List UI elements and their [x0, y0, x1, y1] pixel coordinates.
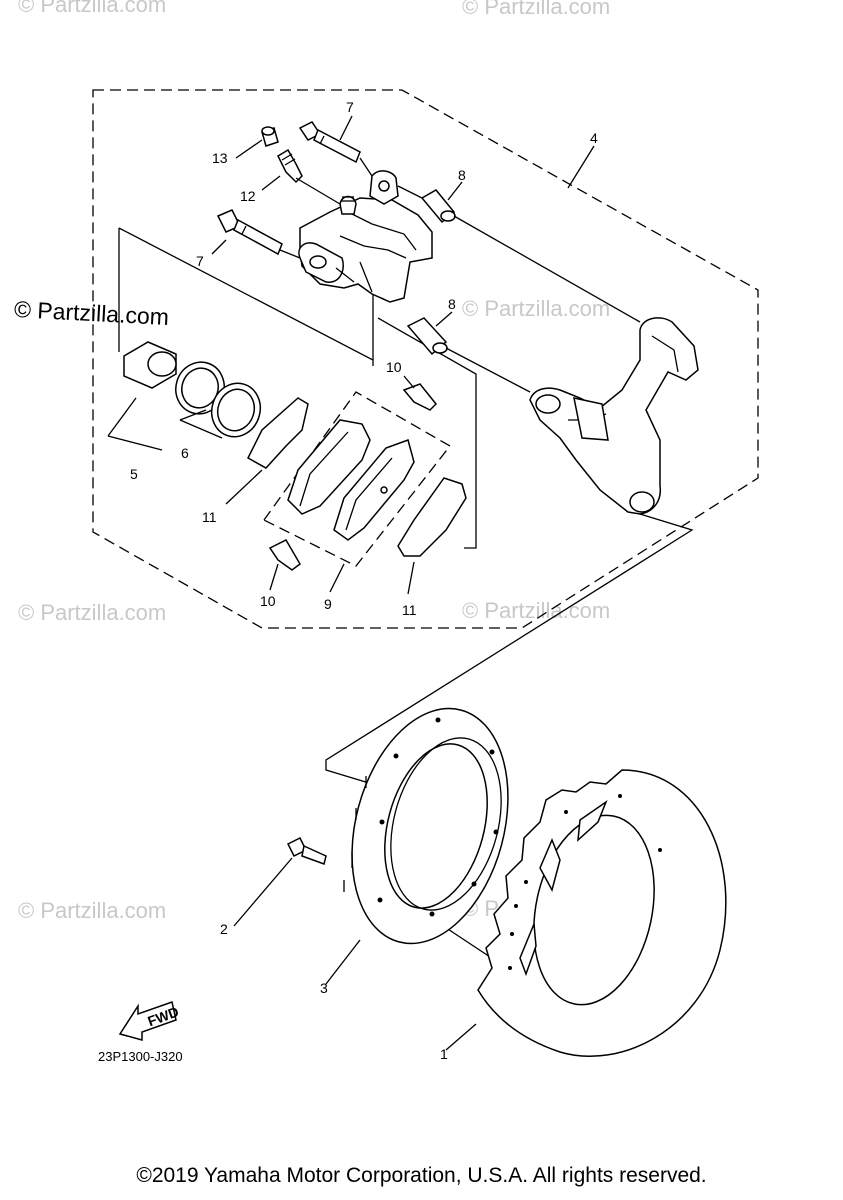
caliper-assembly-boundary — [92, 89, 759, 629]
copyright-notice: ©2019 Yamaha Motor Corporation, U.S.A. A… — [136, 1164, 707, 1187]
callout-11-upper: 11 — [202, 509, 217, 525]
slide-pin-lower — [216, 209, 283, 256]
diagram-code: 23P1300-J320 — [98, 1049, 183, 1064]
pad-shim-lower — [397, 477, 467, 557]
callout-7-upper: 7 — [346, 99, 354, 115]
callout-1: 1 — [440, 1046, 448, 1062]
callout-8-upper: 8 — [458, 167, 466, 183]
callout-12: 12 — [240, 188, 256, 204]
callout-8-lower: 8 — [448, 296, 456, 312]
watermark: © Partzilla.com — [462, 0, 611, 19]
pad-shim-upper — [247, 397, 309, 469]
callout-13: 13 — [212, 150, 228, 166]
rotor-bolt — [286, 836, 327, 865]
brake-disc — [477, 769, 727, 1057]
callout-5: 5 — [130, 466, 138, 482]
watermark: © Partzilla.com — [18, 600, 167, 625]
watermark: © Partzilla.com — [18, 0, 167, 17]
watermark: © Partzilla.com — [18, 898, 167, 923]
bleed-screw — [277, 148, 303, 184]
callout-3: 3 — [320, 980, 328, 996]
boot-lower — [406, 317, 448, 356]
callout-10-upper: 10 — [386, 359, 402, 375]
callout-2: 2 — [220, 921, 228, 937]
watermark: © Partzilla.com — [462, 296, 611, 321]
fwd-arrow: FWD — [118, 1001, 181, 1041]
brake-pad-1 — [287, 419, 371, 515]
watermark: © Partzilla.com — [462, 598, 611, 623]
callout-4: 4 — [590, 130, 598, 146]
pad-set-boundary — [263, 391, 451, 567]
callout-6: 6 — [181, 445, 189, 461]
pad-spring-lower — [268, 539, 301, 571]
brake-pad-2 — [333, 439, 415, 541]
callout-7-lower: 7 — [196, 253, 204, 269]
fwd-label: FWD — [145, 1003, 180, 1029]
bleed-cap — [261, 126, 279, 147]
slide-pin-upper — [298, 121, 361, 164]
boot-upper — [420, 189, 456, 224]
callout-10-lower: 10 — [260, 593, 276, 609]
callout-11-lower: 11 — [402, 602, 417, 618]
caliper-body — [298, 170, 433, 303]
dust-seal — [210, 382, 262, 438]
piston — [123, 341, 177, 389]
pad-spring-upper — [402, 383, 438, 411]
callout-9: 9 — [324, 596, 332, 612]
piston-seal — [175, 361, 225, 415]
rotor-carrier — [343, 707, 509, 945]
caliper-bracket — [529, 317, 699, 515]
